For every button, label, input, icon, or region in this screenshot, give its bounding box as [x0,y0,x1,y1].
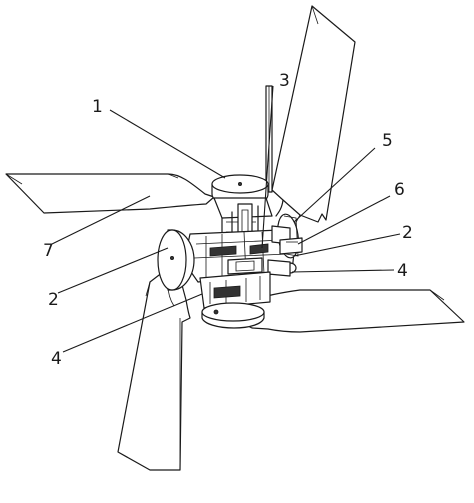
leader-6 [297,195,391,245]
right-fittings [267,237,303,277]
callout-7: 7 [43,241,54,261]
blade-left [5,173,215,214]
leader-3 [261,85,274,249]
leader-4-left [62,293,203,353]
callout-2-right: 2 [402,223,413,243]
bottom-disc [201,302,265,329]
callout-3: 3 [279,71,290,91]
callout-2-left: 2 [48,290,59,310]
callout-1: 1 [92,97,103,117]
callout-6: 6 [394,180,405,200]
blade-bottom-left [117,261,191,471]
callout-4-right: 4 [397,261,408,281]
callout-4-left: 4 [51,349,62,369]
leader-2-right [293,233,401,257]
leader-4-right [291,269,395,273]
central-hub [183,229,295,283]
blade-top-right [271,5,356,231]
left-side-disc [157,229,195,291]
leader-5 [293,147,376,223]
leader-lines [51,85,401,353]
leader-7 [51,195,151,245]
callout-5: 5 [382,131,393,151]
lower-housing [199,271,271,309]
leader-2-left [57,247,169,294]
leader-1 [109,109,226,179]
